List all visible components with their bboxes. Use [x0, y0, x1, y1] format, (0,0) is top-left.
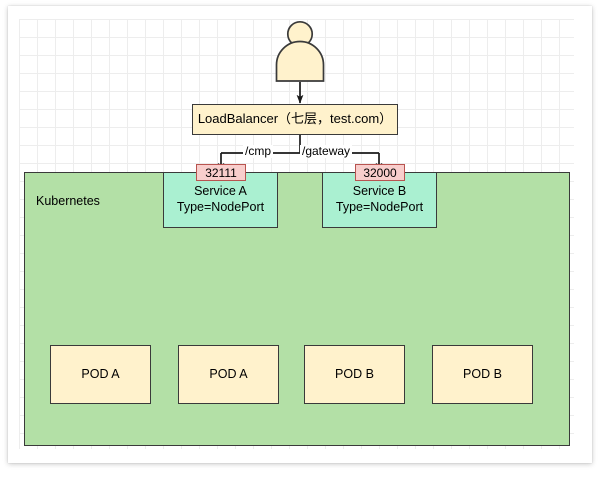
edge-label-cmp: /cmp — [243, 144, 274, 158]
kubernetes-container — [24, 172, 570, 446]
pod-b-2-node[interactable]: POD B — [432, 345, 533, 404]
service-b-node[interactable]: Service B Type=NodePort — [322, 172, 437, 228]
kubernetes-container-label: Kubernetes — [36, 194, 100, 208]
loadbalancer-node[interactable]: LoadBalancer（七层，test.com） — [192, 104, 398, 135]
pod-a-1-node[interactable]: POD A — [50, 345, 151, 404]
user-actor-icon — [271, 20, 329, 82]
edge-label-gateway: /gateway — [300, 144, 353, 158]
service-a-node[interactable]: Service A Type=NodePort — [163, 172, 278, 228]
pod-a-2-node[interactable]: POD A — [178, 345, 279, 404]
service-b-nodeport-badge: 32000 — [355, 164, 405, 181]
pod-b-1-node[interactable]: POD B — [304, 345, 405, 404]
service-a-nodeport-badge: 32111 — [196, 164, 246, 181]
